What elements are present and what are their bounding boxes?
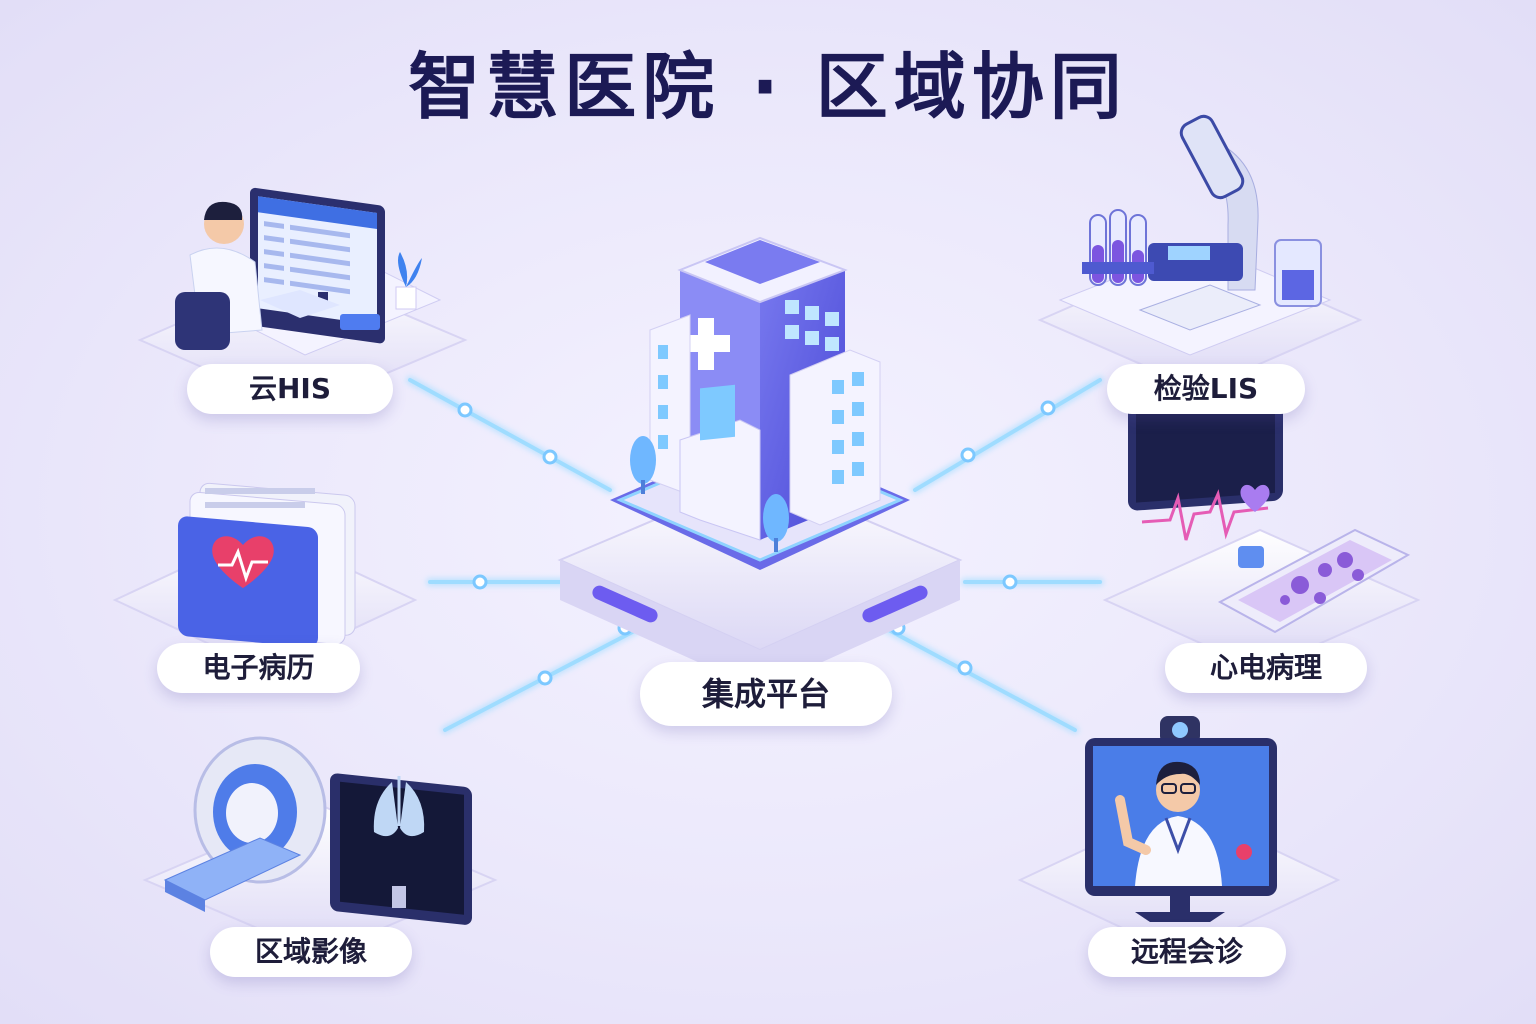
page-title: 智慧医院 · 区域协同 [408,45,1128,129]
line-his [408,378,612,492]
his-workstation-icon [175,187,442,356]
module-label-his[interactable]: 云HIS [187,364,393,414]
lis-microscope-icon [1058,114,1332,356]
lung-display-icon [330,773,472,925]
module-label-remote[interactable]: 远程会诊 [1088,927,1286,977]
ct-scanner-icon [163,736,327,912]
module-label-emr[interactable]: 电子病历 [157,643,360,693]
connection-nodes [457,400,1056,686]
module-label-imaging[interactable]: 区域影像 [210,927,412,977]
center-label-platform[interactable]: 集成平台 [640,662,892,726]
module-label-lis[interactable]: 检验LIS [1107,364,1305,414]
video-consult-icon [1085,716,1277,922]
hospital-building-icon [557,236,963,690]
module-label-ecg[interactable]: 心电病理 [1165,643,1367,693]
pathology-slide-icon [1217,528,1411,634]
line-lis [913,378,1102,492]
line-remote [883,626,1077,732]
emr-records-icon [178,482,356,647]
